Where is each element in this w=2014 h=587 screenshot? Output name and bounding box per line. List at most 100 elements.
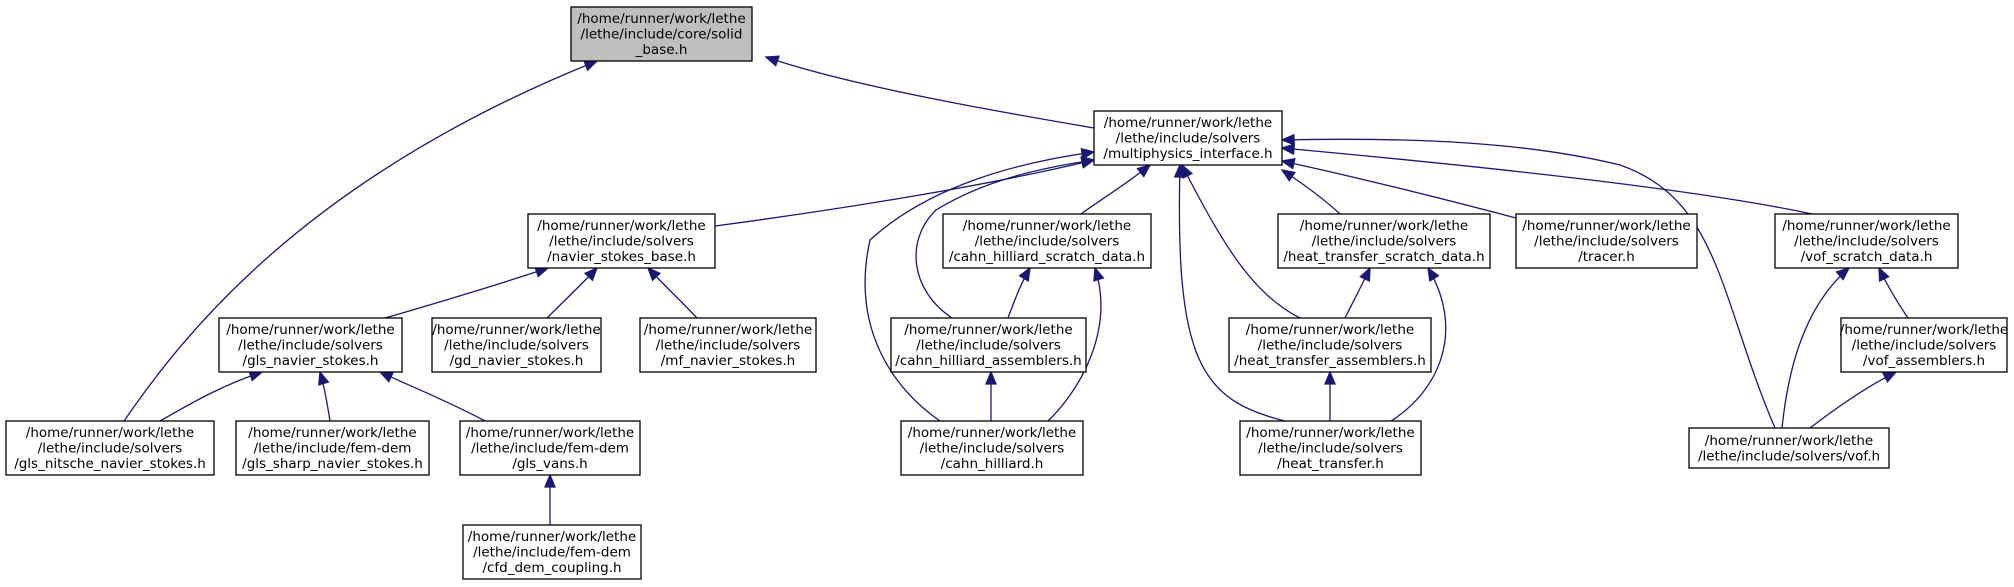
node-cahn_hilliard_assemblers[interactable]: /home/runner/work/lethe/lethe/include/so… [890, 317, 1087, 373]
node-label-line: /home/runner/work/lethe [1104, 115, 1272, 131]
edge-line [765, 56, 1095, 129]
arrowhead [1018, 266, 1031, 282]
edge-cahn_hilliard_scratch_data-to-multiphysics_interface [1080, 163, 1152, 215]
node-label-line: /cahn_hilliard_scratch_data.h [949, 249, 1145, 265]
edge-line [384, 267, 549, 319]
node-cahn_hilliard[interactable]: /home/runner/work/lethe/lethe/include/so… [900, 420, 1084, 476]
node-mf_navier_stokes[interactable]: /home/runner/work/lethe/lethe/include/so… [639, 317, 817, 373]
arrowhead [1835, 266, 1851, 281]
arrowhead [378, 371, 394, 383]
edge-vof-to-vof_scratch_data [1781, 266, 1851, 429]
node-label-line: /lethe/include/solvers [975, 234, 1120, 250]
edge-line [915, 159, 1095, 319]
node-vof[interactable]: /home/runner/work/lethe/lethe/include/so… [1688, 427, 1890, 469]
node-label-line: /lethe/include/solvers [920, 441, 1065, 457]
edge-cahn_hilliard_assemblers-to-multiphysics_interface [915, 155, 1096, 319]
node-label-line: /cfd_dem_coupling.h [482, 560, 621, 576]
edge-line [1178, 164, 1286, 422]
edge-heat_transfer_scratch_data-to-multiphysics_interface [1280, 169, 1341, 215]
edge-cahn_hilliard_assemblers-to-cahn_hilliard_scratch_data [1007, 266, 1031, 319]
node-layer: /home/runner/work/lethe/lethe/include/co… [5, 6, 2008, 580]
node-label-line: /lethe/include/solvers [1794, 234, 1939, 250]
node-label-line: /home/runner/work/lethe [1705, 433, 1873, 449]
node-gls_vans[interactable]: /home/runner/work/lethe/lethe/include/fe… [459, 420, 641, 476]
node-label-line: /lethe/include/solvers [38, 441, 183, 457]
node-label-line: /gls_navier_stokes.h [243, 353, 379, 369]
node-box [5, 420, 215, 476]
edge-gls_navier_stokes-to-navier_stokes_base [384, 266, 550, 319]
node-label-line: _base.h [635, 42, 688, 58]
arrowhead [1280, 143, 1296, 156]
node-box [1093, 110, 1283, 166]
node-label-line: /lethe/include/solvers [1116, 131, 1261, 147]
edge-vof-to-vof_assemblers [1809, 371, 1898, 429]
node-box [1840, 317, 2008, 373]
node-cfd_dem_coupling[interactable]: /home/runner/work/lethe/lethe/include/fe… [462, 524, 642, 580]
node-label-line: /home/runner/work/lethe [904, 322, 1072, 338]
node-label-line: /lethe/include/solvers [656, 338, 801, 354]
node-label-line: /home/runner/work/lethe [1840, 322, 2008, 338]
arrowhead [544, 473, 556, 488]
node-heat_transfer_assemblers[interactable]: /home/runner/work/lethe/lethe/include/so… [1228, 317, 1432, 373]
node-label-line: /lethe/include/fem-dem [471, 441, 629, 457]
node-heat_transfer_scratch_data[interactable]: /home/runner/work/lethe/lethe/include/so… [1277, 213, 1491, 269]
edge-vof_assemblers-to-vof_scratch_data [1878, 266, 1909, 319]
edge-gd_navier_stokes-to-navier_stokes_base [546, 266, 599, 319]
node-gls_nitsche_navier_stokes[interactable]: /home/runner/work/lethe/lethe/include/so… [5, 420, 215, 476]
node-multiphysics_interface[interactable]: /home/runner/work/lethe/lethe/include/so… [1093, 110, 1283, 166]
node-box [431, 317, 602, 373]
node-solid_base[interactable]: /home/runner/work/lethe/lethe/include/co… [570, 6, 753, 62]
node-label-line: /home/runner/work/lethe [1300, 218, 1468, 234]
node-label-line: /tracer.h [1578, 249, 1635, 265]
node-label-line: /lethe/include/solvers [238, 338, 383, 354]
edge-layer [123, 55, 1909, 526]
arrowhead [1427, 266, 1440, 282]
node-label-line: /home/runner/work/lethe [1782, 218, 1950, 234]
node-gls_navier_stokes[interactable]: /home/runner/work/lethe/lethe/include/so… [218, 317, 403, 373]
node-label-line: /lethe/include/fem-dem [254, 441, 412, 457]
node-label-line: /gls_vans.h [512, 456, 587, 472]
node-label-line: /multiphysics_interface.h [1103, 146, 1272, 162]
node-tracer[interactable]: /home/runner/work/lethe/lethe/include/so… [1515, 213, 1698, 269]
edge-heat_transfer-to-multiphysics_interface [1173, 163, 1286, 422]
node-vof_assemblers[interactable]: /home/runner/work/lethe/lethe/include/so… [1840, 317, 2008, 373]
node-gls_sharp_navier_stokes[interactable]: /home/runner/work/lethe/lethe/include/fe… [235, 420, 430, 476]
node-box [570, 6, 753, 62]
arrowhead [1280, 169, 1296, 182]
arrowhead [1280, 157, 1296, 170]
node-label-line: /home/runner/work/lethe [908, 425, 1076, 441]
node-cahn_hilliard_scratch_data[interactable]: /home/runner/work/lethe/lethe/include/so… [942, 213, 1152, 269]
edge-line [714, 159, 1095, 227]
node-box [1277, 213, 1491, 269]
arrowhead [985, 370, 997, 385]
arrowhead [1324, 370, 1336, 385]
node-label-line: /lethe/include/solvers [1534, 234, 1679, 250]
arrowhead [764, 55, 780, 67]
node-label-line: /lethe/include/core/solid [581, 27, 743, 43]
node-box [639, 317, 817, 373]
arrowhead [583, 60, 599, 72]
arrowhead [1280, 133, 1295, 146]
node-vof_scratch_data[interactable]: /home/runner/work/lethe/lethe/include/so… [1774, 213, 1959, 269]
node-label-line: /heat_transfer_assemblers.h [1234, 353, 1426, 369]
node-label-line: /home/runner/work/lethe [577, 11, 745, 27]
node-label-line: /heat_transfer_scratch_data.h [1283, 249, 1484, 265]
arrowhead [1881, 371, 1898, 383]
edge-line [1047, 267, 1102, 422]
node-heat_transfer[interactable]: /home/runner/work/lethe/lethe/include/so… [1239, 420, 1422, 476]
node-gd_navier_stokes[interactable]: /home/runner/work/lethe/lethe/include/so… [431, 317, 602, 373]
node-label-line: /heat_transfer.h [1277, 456, 1384, 472]
node-navier_stokes_base[interactable]: /home/runner/work/lethe/lethe/include/so… [527, 213, 716, 269]
node-label-line: /lethe/include/fem-dem [473, 545, 631, 561]
node-label-line: /lethe/include/solvers [1258, 441, 1403, 457]
edge-gls_sharp_navier_stokes-to-gls_navier_stokes [318, 370, 331, 422]
node-label-line: /home/runner/work/lethe [248, 425, 416, 441]
node-box [900, 420, 1084, 476]
edge-cahn_hilliard-to-multiphysics_interface [864, 147, 1096, 422]
edge-heat_transfer-to-heat_transfer_scratch_data [1390, 266, 1447, 422]
node-box [1228, 317, 1432, 373]
edge-multiphysics_interface-to-solid_base [764, 55, 1095, 129]
edge-line [1281, 147, 1813, 215]
node-label-line: /lethe/include/solvers [1258, 338, 1403, 354]
node-label-line: /home/runner/work/lethe [466, 425, 634, 441]
